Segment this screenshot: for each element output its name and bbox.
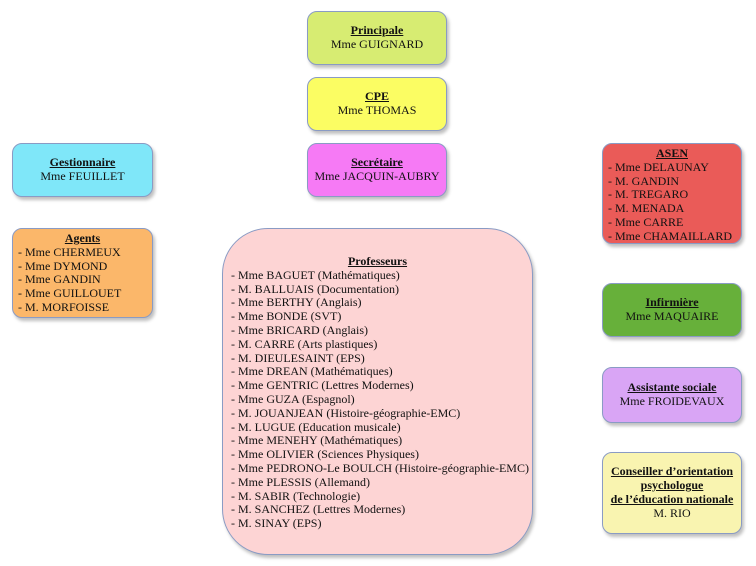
assistante-sociale-box: Assistante sociale Mme FROIDEVAUX xyxy=(602,367,742,423)
secretaire-box: Secrétaire Mme JACQUIN-AUBRY xyxy=(307,143,447,197)
list-item: - Mme BAGUET (Mathématiques) xyxy=(231,267,400,282)
list-item: - Mme DREAN (Mathématiques) xyxy=(231,364,393,379)
principale-name: Mme GUIGNARD xyxy=(330,37,424,51)
list-item: - Mme MENEHY (Mathématiques) xyxy=(231,433,403,448)
assistante-sociale-name: Mme FROIDEVAUX xyxy=(619,394,725,408)
list-item: - Mme DYMOND xyxy=(18,258,108,273)
list-item: - Mme CHERMEUX xyxy=(18,244,121,259)
list-item: - Mme BONDE (SVT) xyxy=(231,309,342,324)
cpe-name: Mme THOMAS xyxy=(337,103,417,117)
list-item: - Mme BERTHY (Anglais) xyxy=(231,295,362,310)
list-item: - Mme GUILLOUET xyxy=(18,286,122,301)
list-item: - Mme GENTRIC (Lettres Modernes) xyxy=(231,378,414,393)
list-item: - Mme GANDIN xyxy=(18,272,101,287)
list-item: - M. SANCHEZ (Lettres Modernes) xyxy=(231,502,406,517)
list-item: - Mme DELAUNAY xyxy=(608,159,709,174)
asen-title: ASEN xyxy=(655,146,688,160)
secretaire-title: Secrétaire xyxy=(351,155,403,170)
principale-title: Principale xyxy=(350,23,404,38)
infirmiere-name: Mme MAQUAIRE xyxy=(625,309,719,323)
list-item: - M. BALLUAIS (Documentation) xyxy=(231,281,399,296)
secretaire-name: Mme JACQUIN-AUBRY xyxy=(314,169,440,183)
gestionnaire-name: Mme FEUILLET xyxy=(40,169,125,183)
professeurs-title: Professeurs xyxy=(347,254,408,268)
list-item: - M. LUGUE (Education musicale) xyxy=(231,419,401,434)
list-item: - Mme PEDRONO-Le BOULCH (Histoire-géogra… xyxy=(231,460,529,475)
cpe-box: CPE Mme THOMAS xyxy=(307,77,447,131)
list-item: - M. TREGARO xyxy=(608,187,689,202)
assistante-sociale-title: Assistante sociale xyxy=(627,380,717,395)
list-item: - Mme CHAMAILLARD xyxy=(608,228,732,243)
professeurs-box: Professeurs - Mme BAGUET (Mathématiques)… xyxy=(222,228,533,555)
list-item: - M. JOUANJEAN (Histoire-géographie-EMC) xyxy=(231,405,461,420)
list-item: - Mme PLESSIS (Allemand) xyxy=(231,474,370,489)
list-item: - M. CARRE (Arts plastiques) xyxy=(231,336,378,351)
infirmiere-box: Infirmière Mme MAQUAIRE xyxy=(602,283,742,337)
list-item: - Mme OLIVIER (Sciences Physiques) xyxy=(231,447,419,462)
gestionnaire-title: Gestionnaire xyxy=(49,155,116,170)
list-item: - M. SABIR (Technologie) xyxy=(231,488,361,503)
conseiller-name: M. RIO xyxy=(653,505,691,520)
asen-box: ASEN - Mme DELAUNAY - M. GANDIN - M. TRE… xyxy=(602,143,742,244)
principale-box: Principale Mme GUIGNARD xyxy=(307,11,447,65)
conseiller-title-line: psychologue xyxy=(640,478,704,493)
infirmiere-title: Infirmière xyxy=(645,295,699,310)
list-item: - Mme CARRE xyxy=(608,214,684,229)
list-item: - Mme GUZA (Espagnol) xyxy=(231,391,355,406)
conseiller-title-line: de l’éducation nationale xyxy=(610,492,734,506)
gestionnaire-box: Gestionnaire Mme FEUILLET xyxy=(12,143,153,197)
list-item: - M. GANDIN xyxy=(608,173,679,188)
list-item: - M. MORFOISSE xyxy=(18,299,110,314)
cpe-title: CPE xyxy=(365,89,389,104)
list-item: - M. SINAY (EPS) xyxy=(231,516,322,531)
list-item: - M. MENADA xyxy=(608,201,685,216)
agents-box: Agents - Mme CHERMEUX - Mme DYMOND - Mme… xyxy=(12,228,153,318)
conseiller-box: Conseiller d’orientation psychologue de … xyxy=(602,452,742,534)
list-item: - M. DIEULESAINT (EPS) xyxy=(231,350,365,365)
list-item: - Mme BRICARD (Anglais) xyxy=(231,322,368,337)
conseiller-title-line: Conseiller d’orientation xyxy=(610,464,734,479)
agents-title: Agents xyxy=(64,231,101,245)
